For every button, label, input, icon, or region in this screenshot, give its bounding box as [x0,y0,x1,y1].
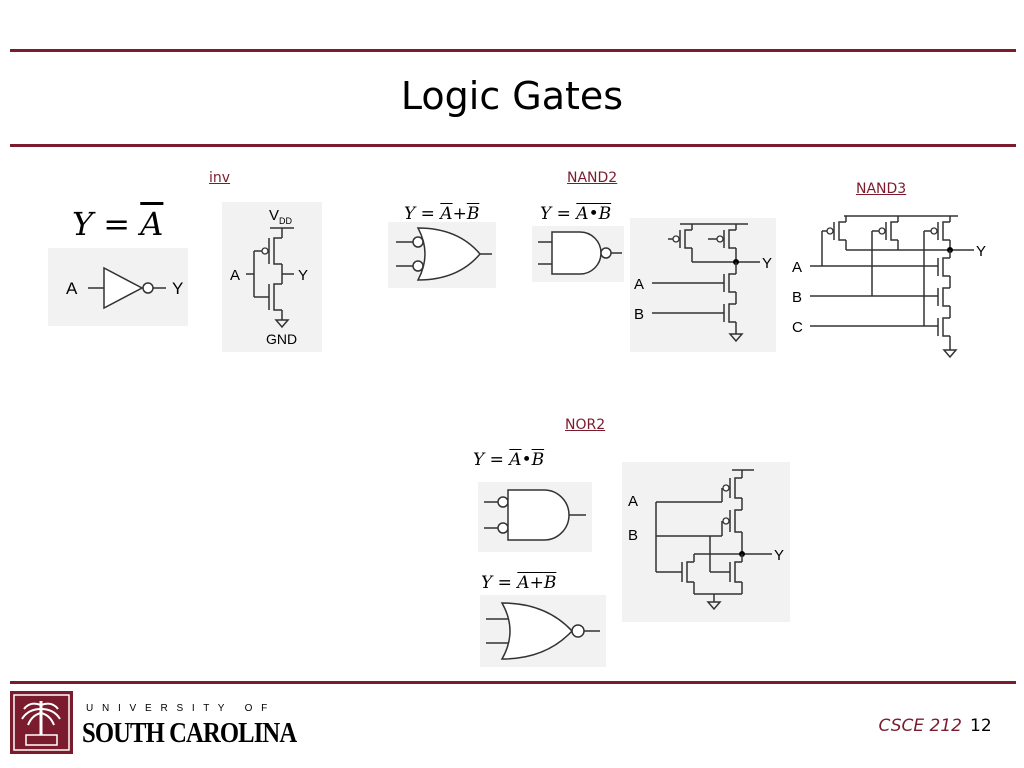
nand2-input-b-label: B [634,306,644,323]
gnd-label: GND [266,331,297,347]
nor2-gate-symbol [480,595,606,667]
nand2-gate-symbol [532,226,624,282]
nand2-schematic: Y A B [630,218,776,352]
nor2-input-b-label: B [628,527,638,544]
nand2-input-a-label: A [634,276,644,293]
page-title: Logic Gates [400,74,624,118]
link-inv[interactable]: inv [209,170,231,186]
inv-sch-output-label: Y [298,267,308,284]
course-code: CSCE 212 [878,716,962,736]
nor2-schematic: Y A B [622,462,790,622]
nand2-output-label: Y [762,255,772,272]
nor2-equation: Y = A+B [481,573,557,593]
vdd-label: VDD [269,207,293,226]
nand2-demorgan-equation: Y = A+B [404,204,480,224]
slide-number: 12 [970,716,992,736]
link-nand3[interactable]: NAND3 [856,181,907,197]
link-nand2[interactable]: NAND2 [567,170,618,186]
nor2-output-label: Y [774,547,784,564]
university-name-main: SOUTH CAROLINA [82,718,297,749]
nand3-input-a-label: A [792,259,802,276]
inverter-input-label: A [66,279,78,298]
title-underline [10,144,1016,147]
nand3-input-c-label: C [792,319,803,336]
link-nor2[interactable]: NOR2 [565,417,606,433]
inverter-output-label: Y [172,279,183,298]
nand3-input-b-label: B [792,289,802,306]
university-name-top: U N I V E R S I T Y O F [86,703,271,714]
nor2-and-bubbles-symbol [478,482,592,552]
inverter-symbol: A Y [48,248,188,326]
inverter-schematic: VDD A Y GND [222,202,322,352]
footer-rule [10,681,1016,684]
nand3-output-label: Y [976,243,986,260]
university-seal-logo [10,691,73,754]
nor2-demorgan-equation: Y = A•B [473,450,545,470]
inv-sch-input-label: A [230,267,240,284]
inv-equation: Y = A [72,205,164,243]
nand2-or-bubbles-symbol [388,222,496,288]
nand2-equation: Y = A•B [540,204,612,224]
nor2-input-a-label: A [628,493,638,510]
nand3-schematic: Y A B C [786,206,1000,366]
top-rule [10,49,1016,52]
